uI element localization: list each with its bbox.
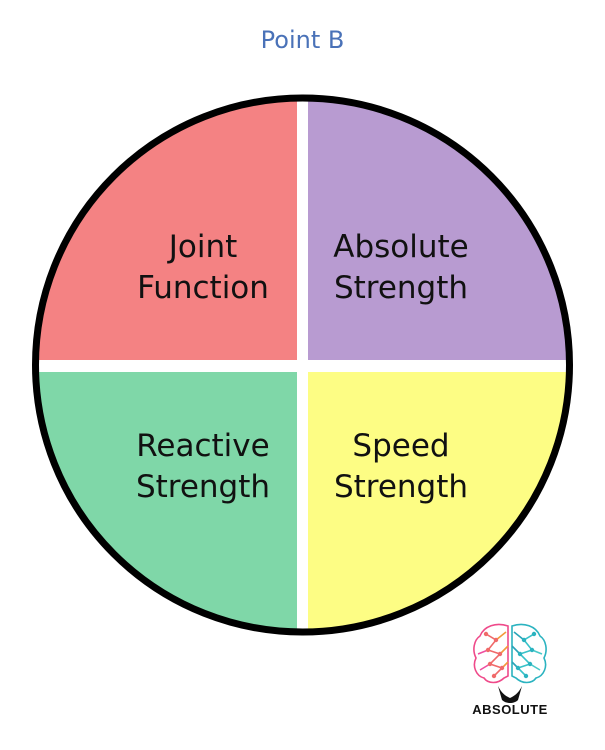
label-top-right-line1: Absolute [333, 229, 469, 265]
quadrant-absolute-strength [308, 101, 567, 360]
quadrant-speed-strength [308, 372, 567, 629]
label-bottom-left-line1: Reactive [136, 428, 269, 464]
brain-logo-icon [473, 623, 547, 703]
label-bottom-right-line2: Strength [334, 469, 468, 505]
quadrant-joint-function [38, 101, 297, 360]
label-bottom-right-line1: Speed [352, 428, 449, 464]
quadrant-reactive-strength [38, 372, 297, 629]
logo-text: ABSOLUTE [472, 702, 548, 717]
label-top-right-line2: Strength [334, 270, 468, 306]
label-top-left-line2: Function [137, 270, 269, 306]
label-bottom-left-line2: Strength [136, 469, 270, 505]
outer-circle [32, 94, 573, 636]
label-top-left-line1: Joint [167, 229, 238, 265]
diagram-title: Point B [260, 26, 345, 54]
